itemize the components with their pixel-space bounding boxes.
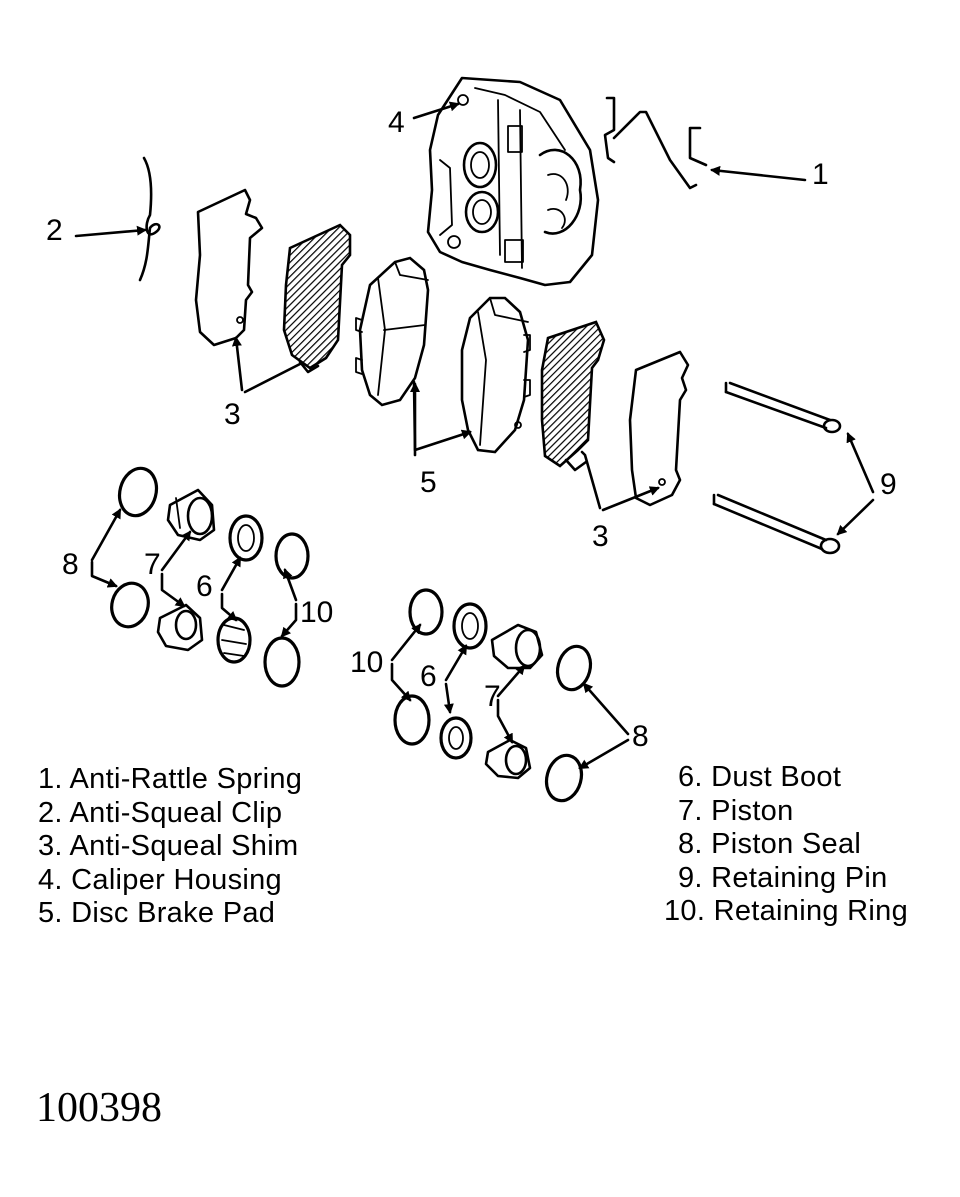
callout-arrow-7b-up [496, 664, 526, 698]
legend-item-anti-squeal-shim: 3. Anti-Squeal Shim [38, 830, 299, 862]
retaining-pin-lower [712, 493, 841, 555]
pad-backing-plate-left [282, 223, 352, 374]
callout-1: 1 [812, 158, 829, 191]
callout-3-left: 3 [224, 398, 241, 431]
figure-number: 100398 [36, 1085, 162, 1131]
callout-arrow-3a-right [243, 362, 302, 394]
disc-brake-pad-right [460, 296, 531, 454]
retaining-ring-lower-left [263, 636, 301, 688]
legend-item-anti-rattle-spring: 1. Anti-Rattle Spring [38, 763, 303, 795]
callout-6-left: 6 [196, 570, 213, 603]
piston-upper-left [166, 488, 216, 542]
callout-arrow-1 [710, 165, 807, 182]
disc-brake-pad-left [355, 256, 430, 407]
callout-arrow-7a-down [160, 572, 186, 608]
callout-arrow-3b-right [601, 486, 660, 512]
legend-item-dust-boot: 6. Dust Boot [678, 761, 842, 793]
dust-boot-lower-left [216, 616, 252, 664]
piston-upper-right [490, 623, 544, 670]
retaining-ring-upper-left [274, 532, 310, 580]
legend-right-column: 6. Dust Boot 7. Piston 8. Piston Seal 9.… [664, 761, 908, 929]
callout-7-left: 7 [144, 548, 161, 581]
callout-arrow-3a-up [231, 336, 244, 392]
callout-arrow-10a-up [283, 568, 298, 602]
piston-seal-upper-left [117, 466, 159, 518]
callout-6-right: 6 [420, 660, 437, 693]
callout-arrow-9-up [846, 432, 875, 494]
callout-arrow-6a-down [220, 592, 238, 622]
callout-arrow-6a-up [220, 556, 242, 592]
retaining-ring-lower-right [393, 694, 431, 746]
dust-boot-lower-right [439, 716, 473, 760]
callout-arrow-8b-down [578, 738, 630, 770]
anti-squeal-shim-right [628, 350, 690, 507]
callout-2: 2 [46, 214, 63, 247]
legend-item-piston: 7. Piston [678, 794, 794, 827]
callout-8-left: 8 [62, 548, 79, 581]
callout-arrow-8b-up [582, 682, 630, 736]
legend-item-retaining-pin: 9. Retaining Pin [678, 861, 888, 894]
callout-5: 5 [420, 466, 437, 499]
callout-arrow-6b-down [443, 682, 454, 714]
legend-item-disc-brake-pad: 5. Disc Brake Pad [38, 897, 276, 929]
retaining-ring-upper-right [408, 588, 444, 636]
callout-9: 9 [880, 468, 897, 501]
callout-arrow-10a-down [280, 602, 298, 638]
piston-seal-lower-right [544, 753, 584, 803]
legend-item-caliper-housing: 4. Caliper Housing [38, 863, 282, 896]
piston-lower-left [156, 603, 204, 652]
legend-item-piston-seal: 8. Piston Seal [678, 828, 862, 860]
legend-item-anti-squeal-clip: 2. Anti-Squeal Clip [38, 796, 283, 829]
callout-arrow-2 [74, 225, 147, 238]
legend-item-retaining-ring: 10. Retaining Ring [664, 895, 908, 927]
callout-arrow-3b-left [580, 450, 602, 510]
piston-lower-right [484, 738, 532, 780]
callout-8-right: 8 [632, 720, 649, 753]
piston-seal-upper-right [555, 644, 593, 692]
pad-backing-plate-right [540, 320, 606, 472]
callout-10-left: 10 [300, 596, 333, 629]
piston-seal-lower-left [110, 581, 150, 629]
legend-left-column: 1. Anti-Rattle Spring 2. Anti-Squeal Cli… [38, 763, 302, 931]
callout-7-right: 7 [484, 680, 501, 713]
dust-boot-upper-left [228, 514, 264, 562]
caliper-housing [426, 76, 600, 287]
callout-arrow-8a-down [90, 560, 118, 588]
callout-10-right: 10 [350, 646, 383, 679]
callout-arrow-6b-up [444, 644, 468, 682]
anti-squeal-shim-left [194, 188, 264, 347]
callout-4: 4 [388, 106, 405, 139]
callout-arrow-8a-up [90, 508, 122, 562]
callout-arrow-4 [412, 101, 460, 120]
callout-arrow-10b-down [390, 662, 412, 702]
retaining-pin-upper [724, 381, 842, 434]
dust-boot-upper-right [452, 602, 488, 650]
callout-arrow-7b-down [496, 698, 514, 744]
callout-arrow-10b-up [390, 623, 422, 662]
anti-squeal-clip [138, 156, 161, 282]
anti-rattle-spring [603, 96, 708, 190]
callout-arrow-9-down [836, 498, 875, 536]
callout-3-right: 3 [592, 520, 609, 553]
callout-arrow-7a-up [160, 530, 192, 572]
